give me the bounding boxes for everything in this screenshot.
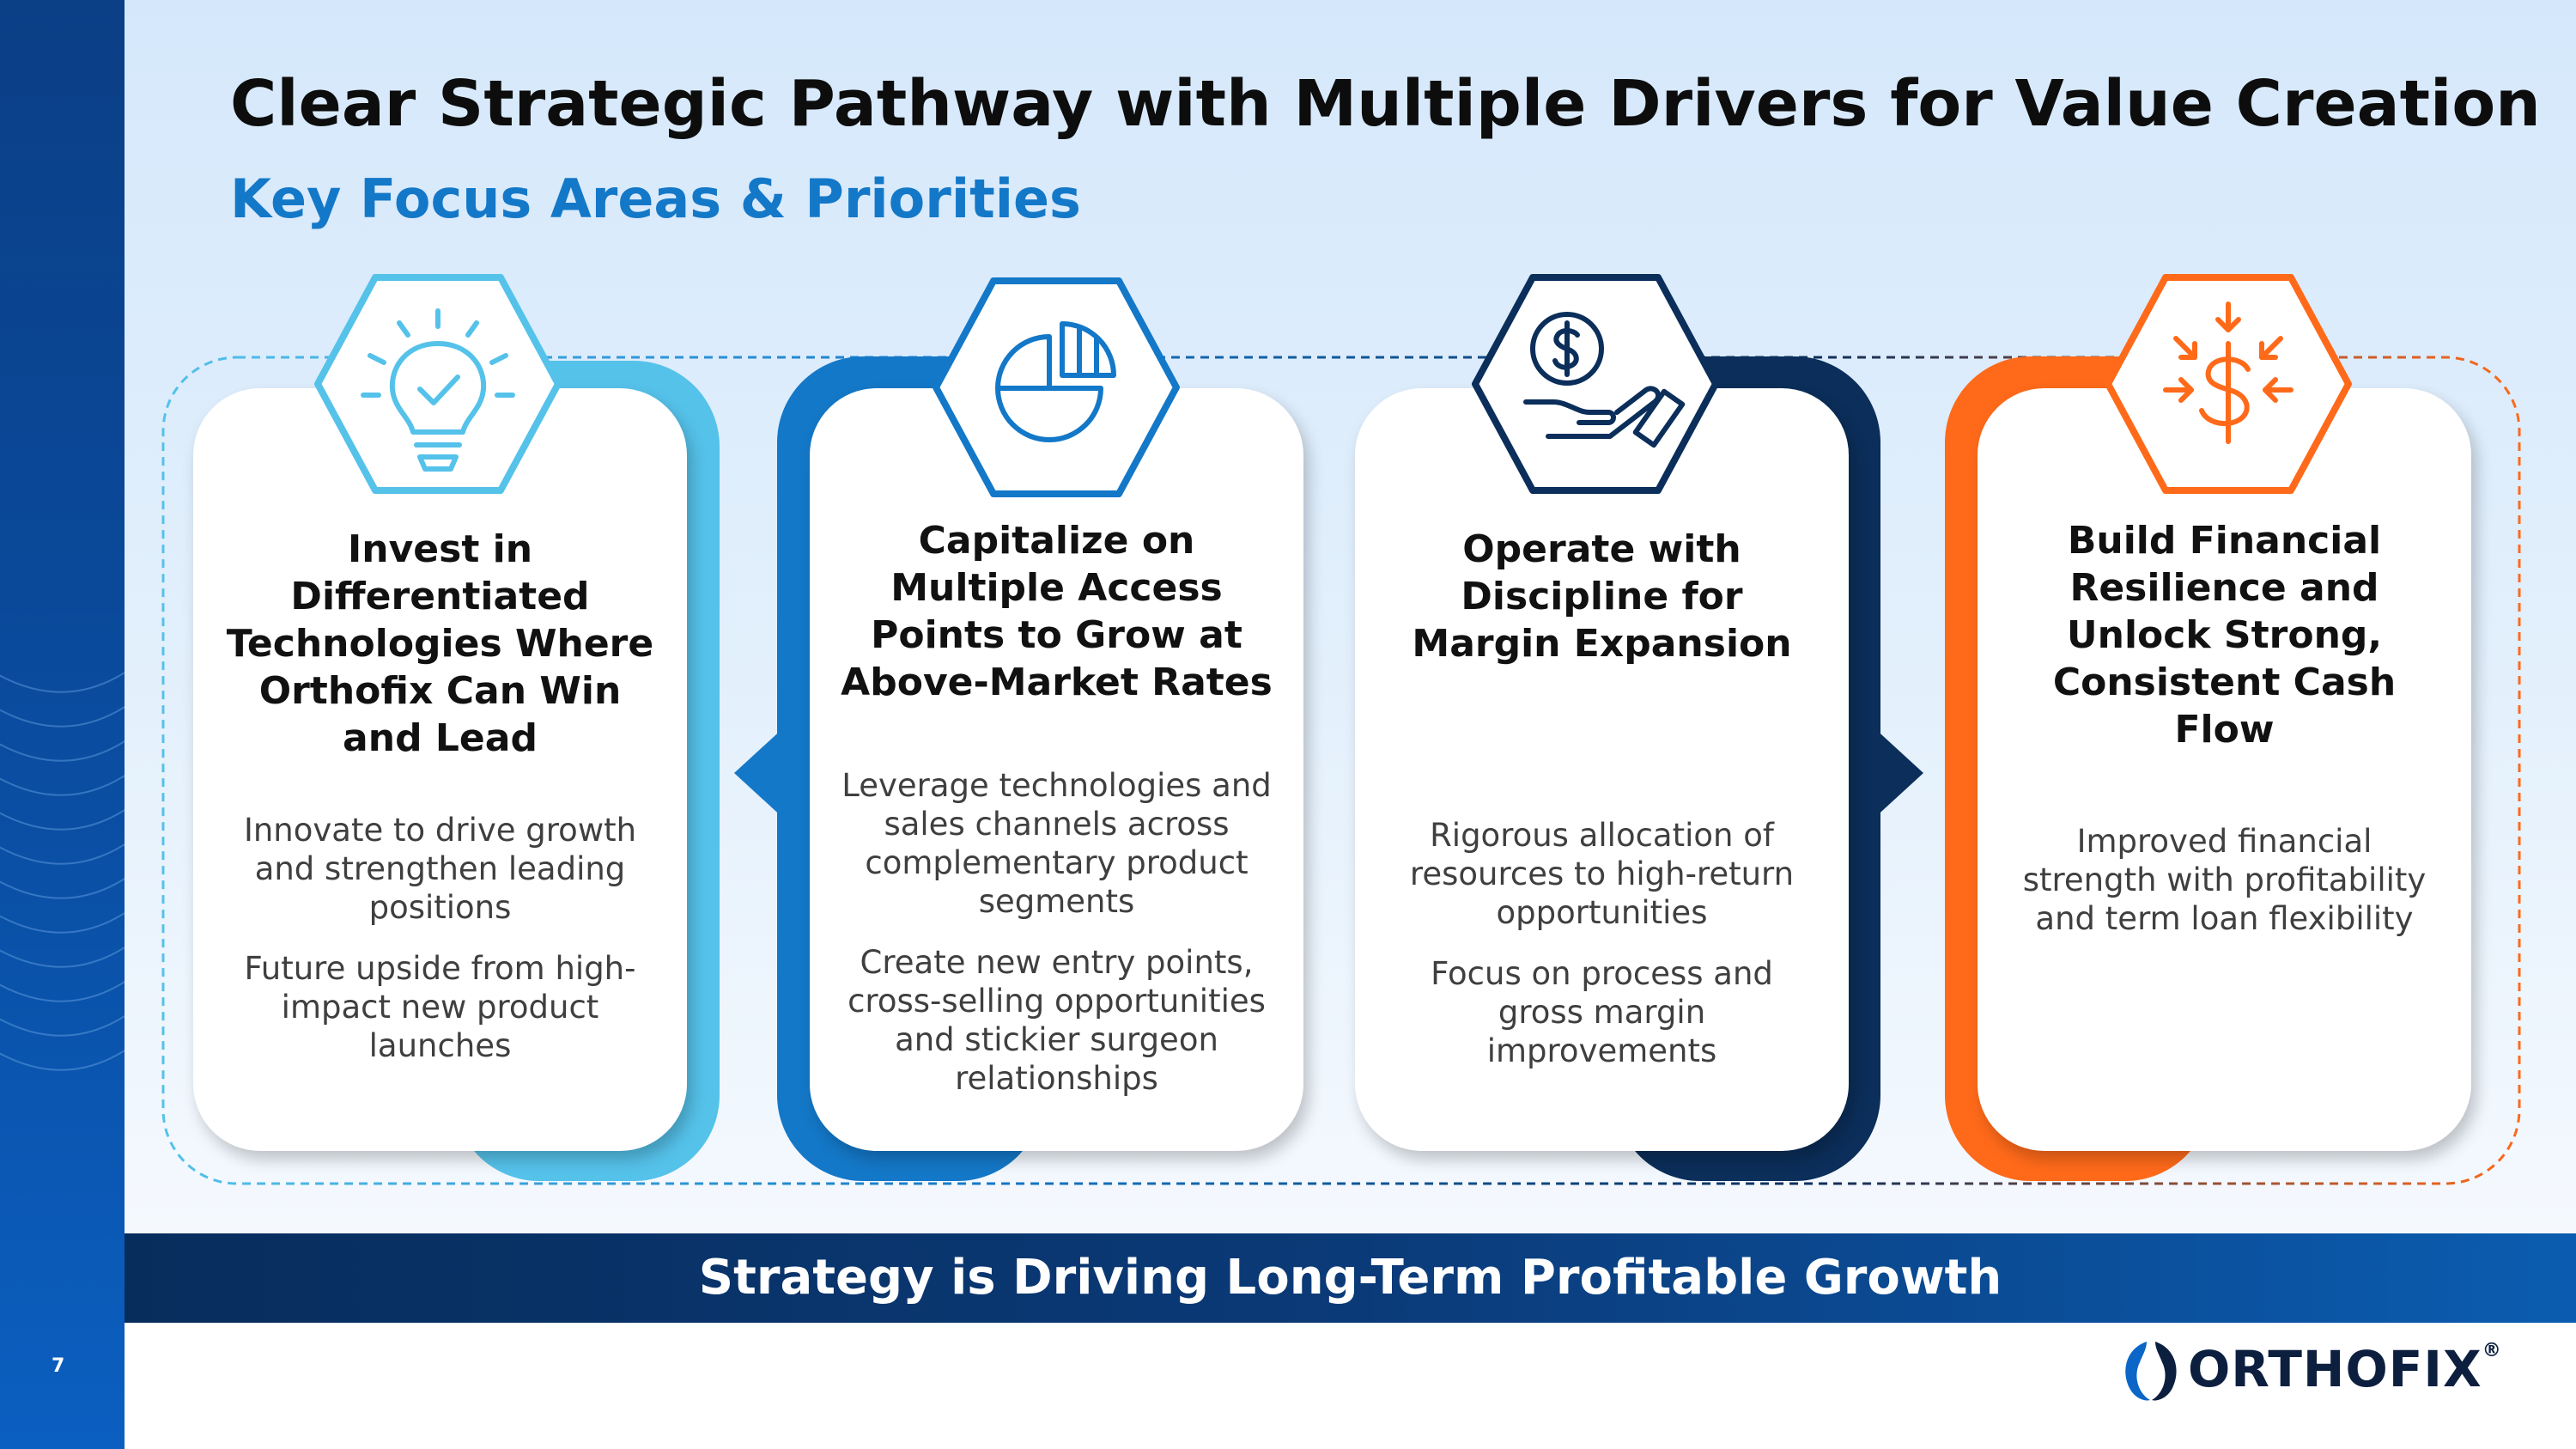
dashed-frame (161, 356, 2521, 1185)
card-1-bullet-1: Innovate to drive growth and strengthen … (243, 812, 637, 926)
focus-card-4: Build Financial Resilience and Unlock St… (1978, 388, 2471, 1151)
card-3-title: Operate with Discipline for Margin Expan… (1412, 527, 1792, 666)
focus-card-1: Invest in Differentiated Technologies Wh… (193, 388, 687, 1151)
card-4-bullet-1: Improved financial strength with profita… (2022, 823, 2427, 937)
card-2-bullet-1: Leverage technologies and sales channels… (841, 767, 1272, 920)
slide-title: Clear Strategic Pathway with Multiple Dr… (230, 67, 2541, 141)
card-2-bullet-2: Create new entry points, cross-selling o… (848, 944, 1266, 1097)
card-3-body: Rigorous allocation of resources to high… (1384, 816, 1820, 1070)
card-2-title: Capitalize on Multiple Access Points to … (841, 519, 1273, 704)
card-1-title: Invest in Differentiated Technologies Wh… (226, 527, 654, 760)
sidebar-wave-lines (0, 671, 125, 1071)
orthofix-logo: ORTHOFIX® (2121, 1336, 2524, 1405)
orthofix-logo-text: ORTHOFIX® (2188, 1340, 2502, 1398)
slide-subtitle: Key Focus Areas & Priorities (230, 167, 1081, 230)
lightbulb-check-icon (314, 274, 562, 494)
hand-dollar-icon (1472, 274, 1719, 494)
card-2-body: Leverage technologies and sales channels… (839, 766, 1274, 1098)
card-1-body: Innovate to drive growth and strengthen … (222, 811, 658, 1065)
left-chevron-icon (734, 726, 786, 820)
pie-chart-icon (933, 277, 1180, 497)
dollar-arrows-in-icon (2105, 274, 2352, 494)
card-1-bullet-2: Future upside from high-impact new produ… (244, 950, 636, 1064)
card-4-title: Build Financial Resilience and Unlock St… (2052, 519, 2397, 752)
right-chevron-icon (1872, 726, 1923, 820)
focus-card-3: Operate with Discipline for Margin Expan… (1355, 388, 1849, 1151)
page-number: 7 (52, 1355, 65, 1377)
left-sidebar-band: 7 (0, 0, 125, 1449)
card-3-bullet-2: Focus on process and gross margin improv… (1431, 955, 1773, 1069)
orthofix-logo-mark-icon (2125, 1342, 2177, 1401)
focus-card-2: Capitalize on Multiple Access Points to … (810, 388, 1303, 1151)
card-3-bullet-1: Rigorous allocation of resources to high… (1409, 817, 1795, 931)
strategy-banner: Strategy is Driving Long-Term Profitable… (125, 1233, 2576, 1323)
card-4-body: Improved financial strength with profita… (2007, 822, 2442, 938)
